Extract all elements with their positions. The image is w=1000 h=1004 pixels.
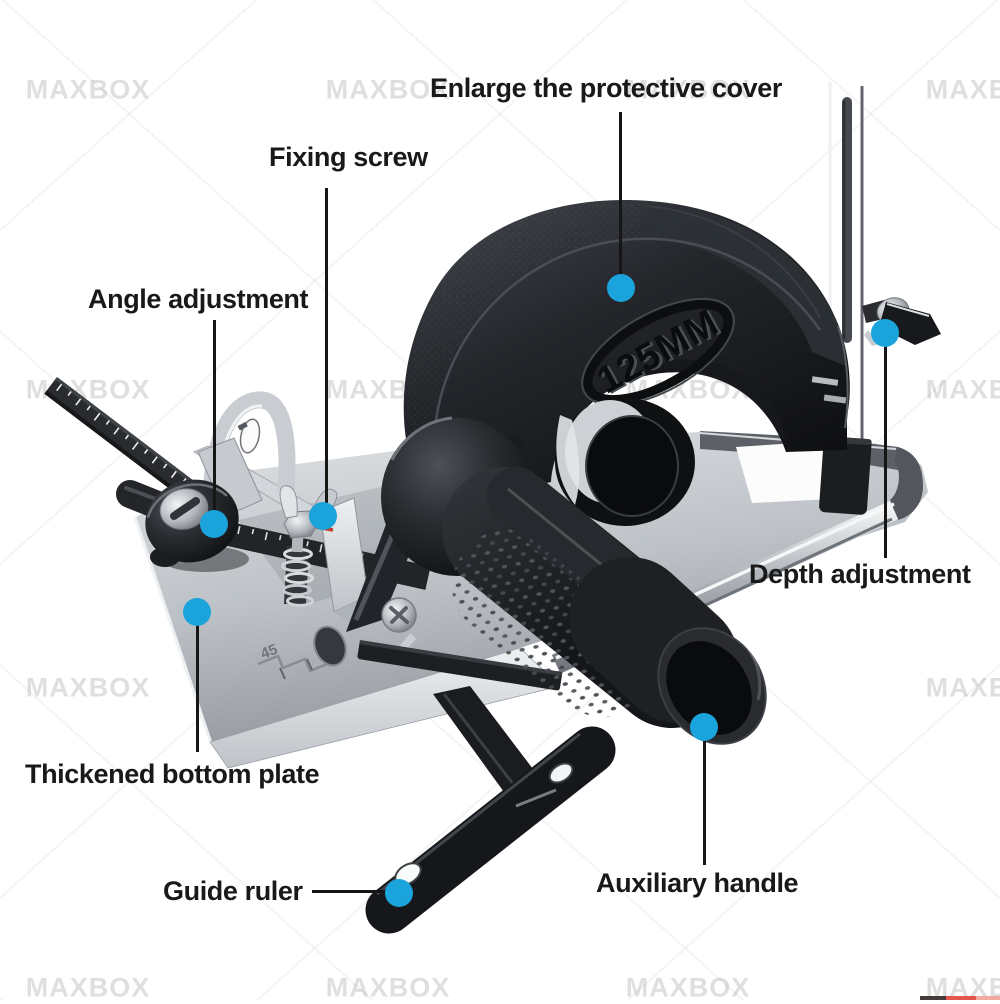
leader-line-thickened-bottom-plate (196, 612, 199, 752)
callout-label-angle-adjustment: Angle adjustment (88, 284, 309, 314)
marker-thickened-bottom-plate (183, 598, 211, 626)
ruler-scale (44, 377, 206, 507)
leader-line-fixing-screw (325, 188, 328, 504)
auxiliary-handle (442, 467, 767, 745)
watermark-text: MAXBOX (625, 74, 751, 105)
callout-label-guide-ruler: Guide ruler (163, 876, 303, 906)
watermark-text: MAXBOX (25, 672, 151, 703)
marker-angle-adjustment (200, 510, 228, 538)
watermark-text: MAXBOX (925, 374, 1000, 405)
callout-label-thickened-bottom-plate: Thickened bottom plate (25, 759, 320, 789)
callout-label-fixing-screw: Fixing screw (269, 142, 428, 172)
marker-protective-cover (607, 274, 635, 302)
marker-depth-adjustment (871, 319, 899, 347)
plate-angle-mark: 45 (258, 641, 280, 663)
callout-label-auxiliary-handle: Auxiliary handle (596, 868, 799, 898)
leader-line-auxiliary-handle (703, 727, 706, 865)
watermark-text: MAXBOX (925, 74, 1000, 105)
marker-auxiliary-handle (690, 713, 718, 741)
marker-fixing-screw (309, 502, 337, 530)
cropped-image-edge (920, 996, 1000, 1000)
callout-label-protective-cover: Enlarge the protective cover (430, 73, 782, 103)
handle-bore (666, 641, 752, 735)
marker-guide-ruler (385, 879, 413, 907)
watermark-text: MAXBOX (25, 374, 151, 405)
leader-line-protective-cover (619, 112, 622, 276)
watermark-text: MAXBOX (625, 972, 751, 1003)
leader-line-guide-ruler (312, 890, 386, 893)
watermark-text: MAXBOX (25, 972, 151, 1003)
leader-line-angle-adjustment (213, 320, 216, 512)
callout-label-depth-adjustment: Depth adjustment (749, 559, 971, 589)
guide-ruler-assembly (357, 640, 616, 934)
watermark-text: MAXBOX (325, 972, 451, 1003)
watermark-text: MAXBOX (325, 74, 451, 105)
leader-line-depth-adjustment (884, 346, 887, 558)
watermark-text: MAXBOX (25, 74, 151, 105)
watermark-text: MAXBOX (925, 672, 1000, 703)
fixing-screw-assembly (279, 485, 390, 626)
spindle-hole (555, 398, 695, 526)
